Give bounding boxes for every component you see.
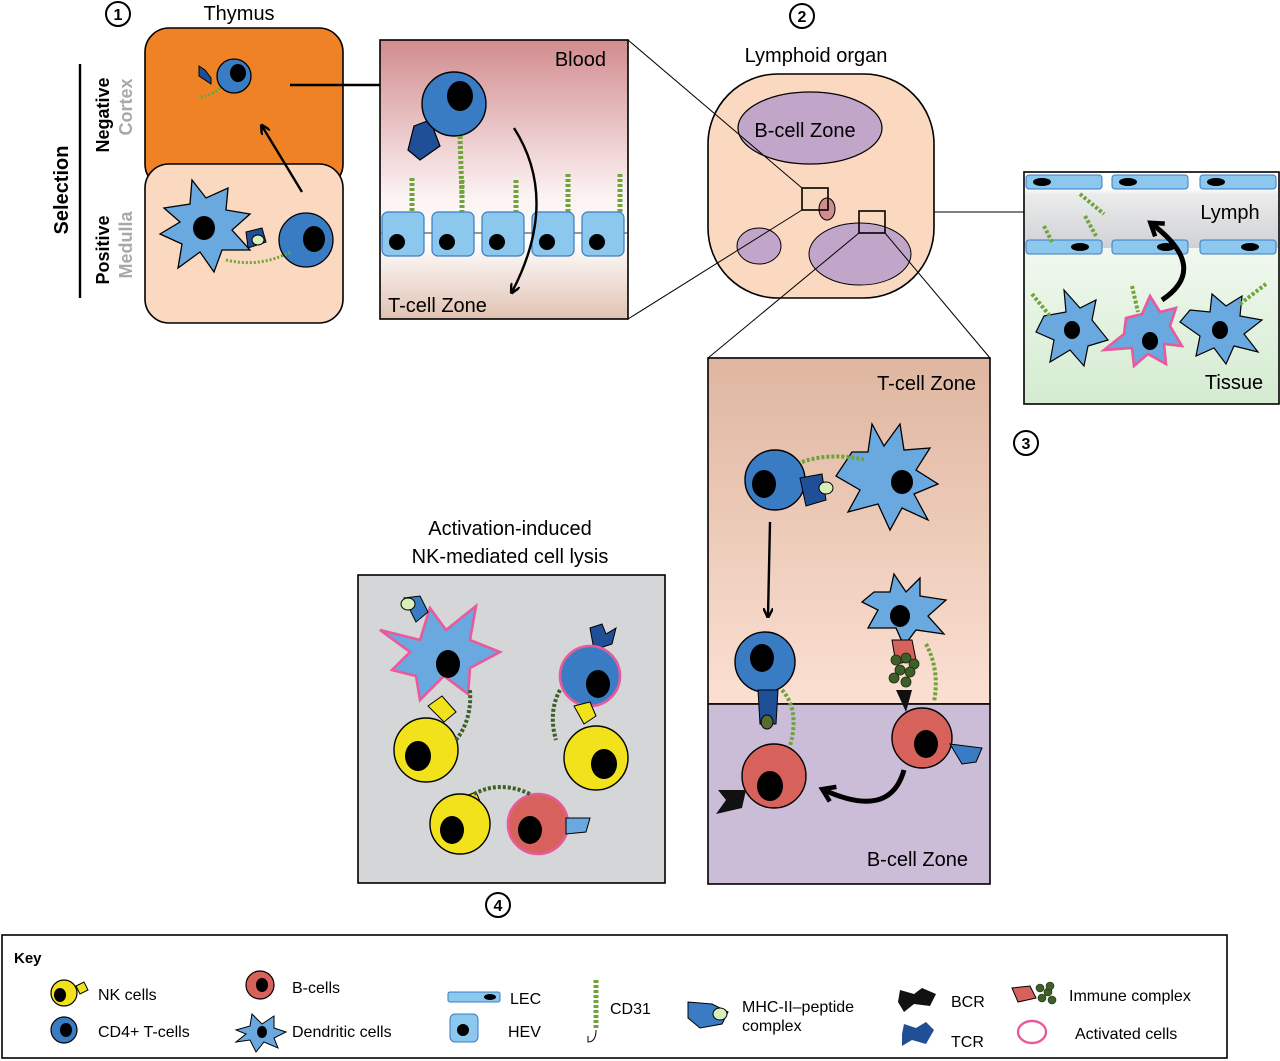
cortex-t-cell — [197, 58, 252, 100]
step-2-number: 2 — [798, 9, 807, 26]
bzone-label: B-cell Zone — [867, 849, 968, 871]
key-bcell-icon — [245, 970, 275, 1000]
organ-hev-vessel — [818, 197, 836, 221]
tissue-activated-dendritic-cell — [1099, 285, 1185, 369]
key-tcell-icon — [50, 1016, 78, 1044]
organ-follicle-right — [808, 222, 912, 286]
key-bcr-icon — [898, 988, 936, 1012]
step-3-number: 3 — [1022, 436, 1031, 453]
medulla-label: Medulla — [116, 211, 136, 279]
key-bcr-label: BCR — [951, 994, 985, 1011]
bzone-curved-arrow — [818, 769, 907, 804]
key-lec-icon — [447, 991, 501, 1003]
key-dendritic-label: Dendritic cells — [292, 1024, 392, 1041]
blood-migration-arrow — [512, 127, 538, 292]
activation-title-line2: NK-mediated cell lysis — [412, 546, 609, 568]
immune-complex-dc — [860, 572, 983, 769]
organ-follicle-left — [736, 227, 782, 265]
key-activated-label: Activated cells — [1075, 1026, 1177, 1043]
key-tcr-icon — [902, 1022, 934, 1046]
tb-zone-panel: T-cell Zone B-cell Zone 3 — [707, 357, 1039, 885]
step-4-badge — [485, 892, 511, 918]
tzone-label: T-cell Zone — [877, 373, 976, 395]
key-mhc-icon — [687, 1001, 729, 1029]
positive-label: Positive — [93, 215, 113, 284]
blood-t-cell — [407, 71, 487, 199]
tissue-to-lymph-arrow — [1147, 220, 1187, 303]
activation-title-line1: Activation-induced — [428, 518, 591, 540]
key-title: Key — [14, 950, 42, 967]
step-2-badge — [789, 3, 815, 29]
lymph-vessel — [1025, 188, 1278, 248]
key-hev-label: HEV — [508, 1024, 541, 1041]
medulla-t-cell — [225, 212, 334, 268]
organ-zoom-box-b — [858, 210, 886, 234]
lec-row-bottom — [1025, 239, 1277, 255]
thymus-panel: 1 Thymus Selection Negative Cortex Posit… — [51, 1, 406, 324]
blood-box — [379, 39, 629, 320]
hev-cell-row — [380, 174, 628, 257]
lymphoid-organ-label: Lymphoid organ — [745, 45, 888, 67]
nk-bcell-conjugate — [429, 785, 591, 856]
key-lec-label: LEC — [510, 991, 541, 1008]
medulla-dendritic-cell — [158, 178, 252, 274]
tzone-t-dc-conjugate — [744, 421, 940, 532]
lymph-label: Lymph — [1200, 202, 1259, 224]
lymphoid-organ-panel: 2 Lymphoid organ B-cell Zone — [627, 3, 1024, 359]
nk-lysis-panel: Activation-induced NK-mediated cell lysi… — [357, 518, 666, 918]
tzone-arrow-down — [768, 521, 770, 616]
step-4-number: 4 — [494, 898, 503, 915]
blood-tcell-zone-label: T-cell Zone — [388, 295, 487, 317]
organ-zoom-box-a — [801, 187, 829, 211]
blood-panel: Blood T-cell Zone — [379, 39, 629, 320]
selection-label: Selection — [51, 146, 73, 235]
tissue-dendritic-cell-right — [1179, 282, 1268, 366]
thymus-arrow-up — [262, 126, 304, 193]
key-mhc-label-line2: complex — [742, 1018, 802, 1035]
nk-cell-right — [550, 689, 629, 791]
key-panel: Key NK cells CD4+ T-cells B-cells Dendri… — [1, 934, 1228, 1059]
key-nk-label: NK cells — [98, 987, 157, 1004]
negative-label: Negative — [93, 77, 113, 152]
key-cd31-label: CD31 — [610, 1001, 651, 1018]
organ-bcell-follicle — [737, 91, 883, 165]
key-dendritic-icon — [234, 1012, 288, 1053]
step-3-badge — [1013, 430, 1039, 456]
lymph-tissue-panel: Lymph Tissue — [1023, 171, 1280, 405]
cortex-label: Cortex — [116, 78, 136, 135]
thymus-label: Thymus — [203, 3, 274, 25]
key-nk-icon — [50, 979, 89, 1007]
organ-bcell-zone-label: B-cell Zone — [754, 120, 855, 142]
tissue-dendritic-cell-left — [1030, 288, 1110, 368]
activated-dendritic-cell — [379, 595, 504, 703]
key-hev-icon — [449, 1013, 479, 1043]
tfh-bcell-conjugate — [716, 631, 807, 814]
step-1-badge — [105, 1, 131, 27]
key-immune-complex-icon — [1011, 981, 1057, 1005]
key-cd31-icon — [587, 980, 599, 1043]
key-mhc-label-line1: MHC-II–peptide — [742, 999, 854, 1016]
activated-t-cell — [558, 623, 622, 708]
key-tcell-label: CD4+ T-cells — [98, 1024, 190, 1041]
tissue-label: Tissue — [1205, 372, 1263, 394]
key-activated-icon — [1016, 1019, 1048, 1045]
nk-cell-left — [393, 689, 473, 783]
lec-row-top — [1025, 174, 1277, 190]
blood-label: Blood — [555, 49, 606, 71]
key-bcell-label: B-cells — [292, 980, 340, 997]
key-immune-complex-label: Immune complex — [1069, 988, 1191, 1005]
key-tcr-label: TCR — [951, 1034, 984, 1051]
step-1-number: 1 — [114, 7, 123, 24]
